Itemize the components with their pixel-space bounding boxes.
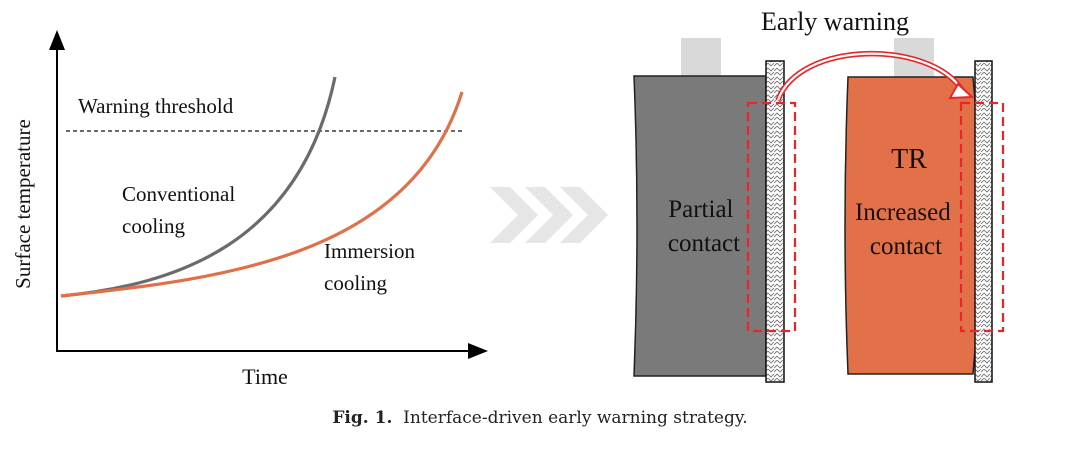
warning-threshold-label: Warning threshold [78, 94, 234, 118]
early-warning-arrowhead [948, 82, 975, 100]
early-warning-arrow-inner [776, 52, 963, 101]
y-axis-label: Surface temperature [11, 119, 35, 289]
immersion-cooling-curve [60, 91, 464, 298]
temperature-chart: Surface temperature Time Warning thresho… [11, 30, 488, 389]
conventional-cooling-label: Conventional cooling [122, 182, 240, 238]
caption-text: Interface-driven early warning strategy. [403, 408, 748, 428]
left-cell-label: Partial contact [668, 196, 740, 257]
y-axis-arrowhead [49, 30, 65, 50]
left-cell-terminal [681, 38, 721, 78]
chevron-icon [490, 187, 538, 243]
chevron-icon [525, 187, 573, 243]
right-contact-region [959, 101, 1005, 333]
early-warning-label: Early warning [761, 7, 909, 36]
figure-caption: Fig. 1. Interface-driven early warning s… [0, 408, 1080, 428]
left-battery-cell [633, 75, 767, 377]
chevron-icon [560, 187, 608, 243]
x-axis-arrowhead [468, 343, 488, 359]
left-interface-plate [765, 60, 785, 383]
caption-label: Fig. 1. [332, 408, 393, 428]
right-cell-label: Increased contact [855, 199, 957, 260]
immersion-cooling-label: Immersion cooling [324, 239, 420, 295]
x-axis-label: Time [242, 364, 288, 389]
cell-diagram: Partial contact TR Increased contact Ear… [633, 7, 1005, 383]
right-cell-title: TR [891, 144, 927, 175]
transition-chevrons [490, 187, 608, 243]
left-contact-region [746, 101, 797, 333]
right-interface-plate [974, 60, 993, 383]
